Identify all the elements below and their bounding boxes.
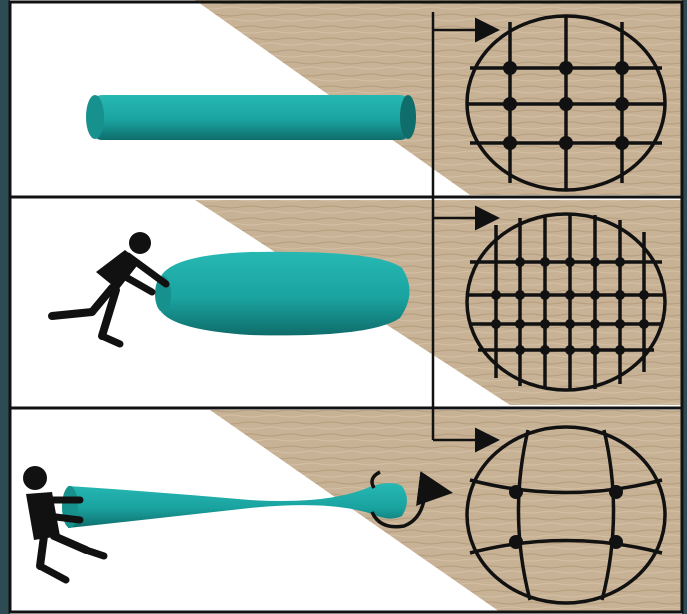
- panel-3-texture: [210, 410, 682, 612]
- person-pulling-icon: [23, 466, 108, 584]
- rod-rest: [86, 95, 416, 140]
- person-pushing-icon: [48, 232, 170, 348]
- twist-arrow-icon: [370, 470, 453, 529]
- panel-2-texture: [195, 200, 682, 405]
- lattice-regular: [465, 14, 667, 192]
- outer-frame: [8, 0, 684, 614]
- rod-compressed: [155, 251, 410, 336]
- lattice-dense: [465, 212, 667, 392]
- lattice-distorted: [465, 425, 667, 605]
